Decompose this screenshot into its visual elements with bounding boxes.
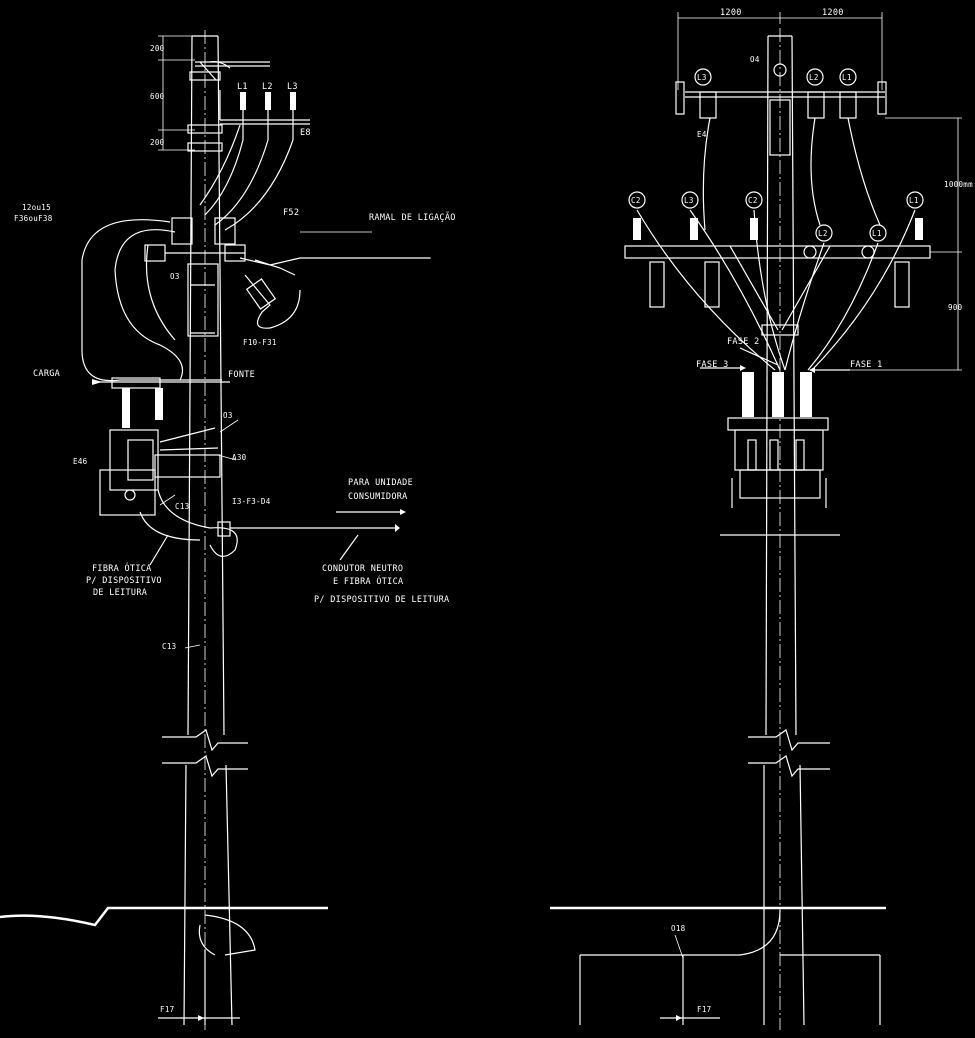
dim-1200-left: 1200: [720, 8, 742, 18]
left-pole: [162, 30, 248, 1030]
circle-l2-top: L2: [809, 73, 819, 82]
label-fase-3: FASE 3: [696, 360, 729, 370]
circle-l1-top: L1: [842, 73, 852, 82]
label-carga: CARGA: [33, 369, 61, 379]
dim-200-bottom: 200: [150, 138, 165, 147]
phase-l2: L2: [262, 82, 273, 92]
circle-l1-mid: L1: [872, 229, 882, 238]
label-o18: O18: [671, 924, 686, 933]
label-fase-2: FASE 2: [727, 337, 760, 347]
circle-l3-top: L3: [697, 73, 707, 82]
dim-900: 900: [948, 303, 963, 312]
left-ground: [0, 906, 328, 1025]
label-fase-1: FASE 1: [850, 360, 883, 370]
right-top-crossarm: [675, 63, 887, 156]
circle-c2-mid: C2: [748, 196, 758, 205]
label-f17-right: F17: [697, 1005, 712, 1014]
circle-l1-right: L1: [909, 196, 919, 205]
label-e4: E4: [697, 130, 707, 139]
left-cutouts-and-loop: [81, 217, 432, 382]
label-c13-a: C13: [175, 502, 190, 511]
right-dimension-lines: [677, 12, 962, 371]
circle-c2-left: C2: [631, 196, 641, 205]
label-f36ouf38: F36ouF38: [14, 214, 53, 223]
label-e8: E8: [300, 128, 311, 138]
label-fonte: FONTE: [228, 370, 256, 380]
label-f52: F52: [283, 208, 300, 218]
right-ground: [550, 906, 886, 1025]
circle-l2-mid: L2: [818, 229, 828, 238]
label-ramal: RAMAL DE LIGAÇÃO: [369, 213, 456, 223]
dim-200-top: 200: [150, 44, 165, 53]
left-meter-assembly: [92, 377, 406, 649]
dim-1200-right: 1200: [822, 8, 844, 18]
label-p-dispositivo-leitura: P/ DISPOSITIVO DE LEITURA: [314, 595, 450, 605]
label-condutor-neutro: CONDUTOR NEUTRO: [322, 564, 404, 574]
label-i3-f3-d4: I3-F3-D4: [232, 497, 271, 506]
label-para-unidade: PARA UNIDADE: [348, 478, 414, 488]
label-fibra-otica: FIBRA ÓTICA: [92, 564, 152, 574]
left-dimension-lines: [158, 35, 195, 151]
label-12ou15: 12ou15: [22, 203, 51, 212]
circle-l3-mid: L3: [684, 196, 694, 205]
phase-l1: L1: [237, 82, 248, 92]
right-regulator: [700, 347, 850, 536]
label-o3-top: O3: [170, 272, 180, 281]
label-o3-bottom: O3: [223, 411, 233, 420]
label-p-dispositivo: P/ DISPOSITIVO: [86, 576, 162, 586]
right-main-crossarm: [624, 117, 931, 371]
dim-1000mm: 1000mm: [944, 180, 973, 189]
label-o4: O4: [750, 55, 760, 64]
label-e-fibra-otica: E FIBRA ÓTICA: [333, 577, 404, 587]
phase-l3: L3: [287, 82, 298, 92]
label-de-leitura: DE LEITURA: [93, 588, 148, 598]
left-crossarm: [187, 61, 310, 231]
label-f10-f31: F10-F31: [243, 338, 277, 347]
label-e46: E46: [73, 457, 88, 466]
label-f17-left: F17: [160, 1005, 175, 1014]
label-a30: A30: [232, 453, 247, 462]
label-c13-b: C13: [162, 642, 177, 651]
dim-600: 600: [150, 92, 165, 101]
label-consumidora: CONSUMIDORA: [348, 492, 408, 502]
right-pole: [748, 28, 830, 1030]
